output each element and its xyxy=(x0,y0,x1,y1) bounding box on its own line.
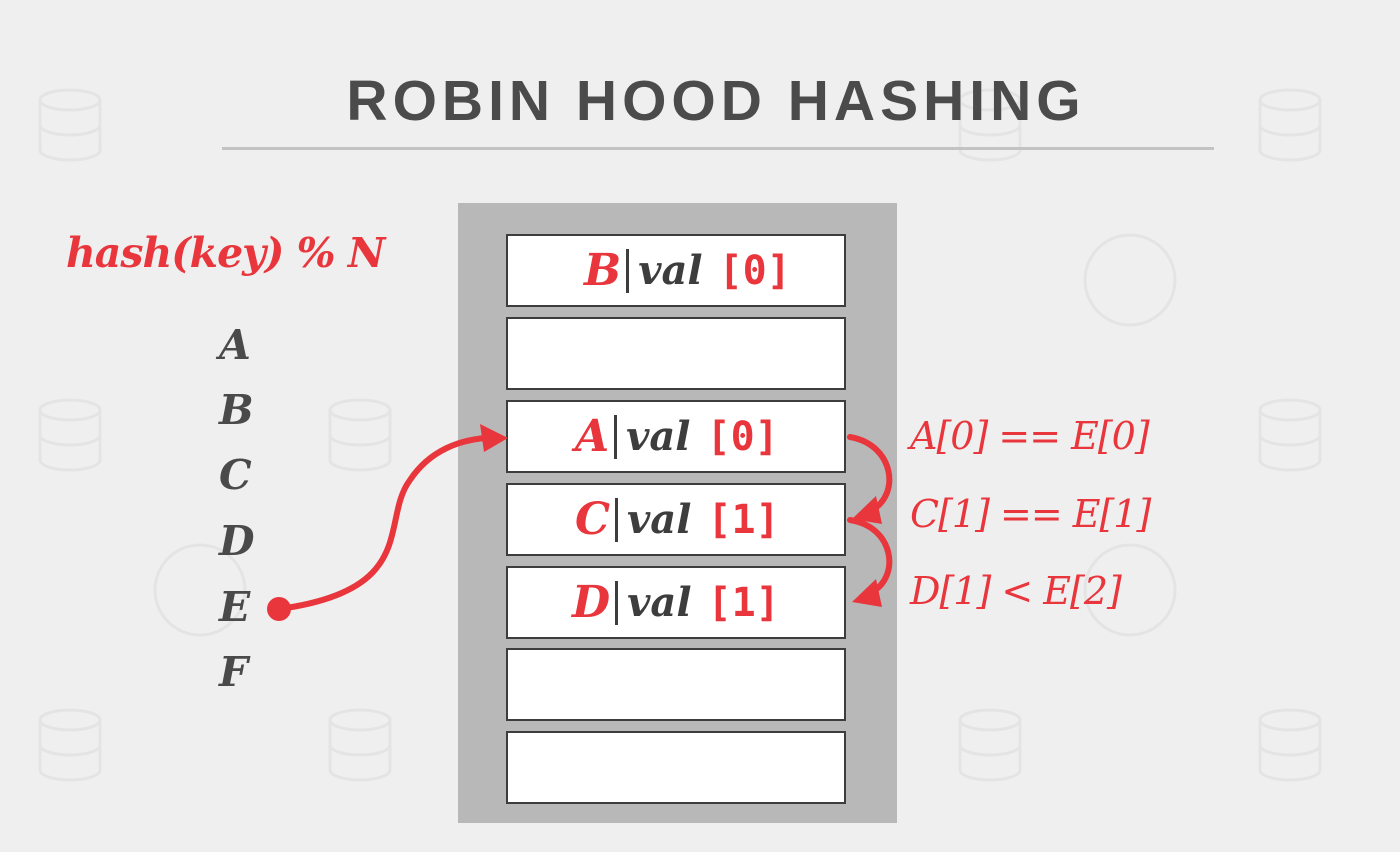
hash-table-slot-4: D val [1] xyxy=(506,566,846,639)
insert-arrowhead xyxy=(480,424,508,452)
slot-distance: [1] xyxy=(707,579,780,626)
insert-arrow xyxy=(276,435,489,612)
slot-key: C xyxy=(575,494,611,545)
slot-value: val xyxy=(638,247,703,294)
probe-arrow-2 xyxy=(847,517,893,595)
slot-separator xyxy=(615,497,619,542)
slot-distance: [0] xyxy=(718,247,791,294)
slot-value: val xyxy=(627,579,692,626)
slot-distance: [0] xyxy=(706,413,779,460)
key-c: C xyxy=(219,451,252,499)
hash-function-label: hash(key) % N xyxy=(66,229,385,277)
hash-table-slot-6 xyxy=(506,731,846,804)
slot-distance: [1] xyxy=(707,496,780,543)
hash-table-slot-5 xyxy=(506,648,846,721)
hash-table-slot-1 xyxy=(506,317,846,390)
slot-value: val xyxy=(626,413,691,460)
hash-table-slot-2: A val [0] xyxy=(506,400,846,473)
probe-arrowhead-1 xyxy=(852,496,882,524)
probe-arrow-1 xyxy=(847,434,893,513)
key-b: B xyxy=(219,386,254,434)
hash-table-slot-3: C val [1] xyxy=(506,483,846,556)
key-a: A xyxy=(219,321,251,369)
comparison-c-e: C[1] == E[1] xyxy=(910,492,1151,536)
slot-separator xyxy=(626,248,630,293)
slot-separator xyxy=(615,580,619,625)
key-e: E xyxy=(219,583,251,631)
title-divider xyxy=(222,147,1214,150)
slot-value: val xyxy=(627,496,692,543)
key-d: D xyxy=(219,517,255,565)
probe-arrowhead-2 xyxy=(852,579,882,607)
hash-table-slot-0: B val [0] xyxy=(506,234,846,307)
slot-separator xyxy=(614,414,618,459)
comparison-a-e: A[0] == E[0] xyxy=(910,414,1150,458)
slot-key: D xyxy=(572,577,611,628)
key-f: F xyxy=(219,648,249,696)
slot-key: A xyxy=(575,411,610,462)
comparison-d-e: D[1] < E[2] xyxy=(910,569,1122,613)
slot-key: B xyxy=(584,245,622,296)
page-title: ROBIN HOOD HASHING xyxy=(346,69,1086,133)
